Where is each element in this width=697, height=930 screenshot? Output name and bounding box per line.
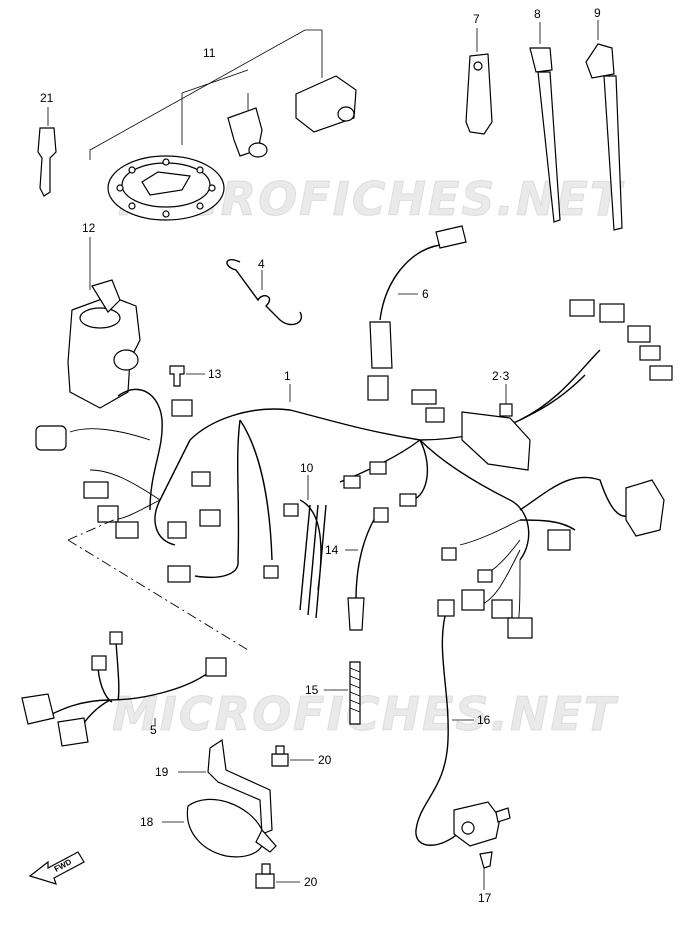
callout-13: 13	[208, 367, 222, 381]
callout-14: 14	[325, 543, 339, 557]
part-13-bolt	[169, 365, 205, 387]
part-8-cable-tie	[529, 22, 561, 223]
callout-9: 9	[594, 6, 601, 20]
part-14-sensor	[345, 507, 389, 631]
part-17-switch	[453, 801, 511, 890]
callout-11: 11	[203, 46, 216, 60]
callout-10: 10	[300, 461, 314, 475]
callout-4: 4	[258, 257, 265, 271]
part-10-harness	[299, 475, 327, 619]
part-5-subharness	[21, 517, 249, 747]
part-9-cable-tie	[585, 20, 623, 231]
part-1-main-harness	[35, 299, 673, 639]
callout-1: 1	[284, 369, 291, 383]
fwd-arrow-icon: FWD	[28, 851, 85, 885]
callout-17: 17	[478, 891, 492, 905]
callout-12: 12	[82, 221, 96, 235]
part-7-clamp	[465, 28, 493, 135]
part-2-3-fuse	[499, 384, 513, 417]
part-18-horn	[162, 798, 277, 858]
callout-19: 19	[155, 765, 169, 779]
callout-8: 8	[534, 7, 541, 21]
part-20-bolt-lower	[255, 863, 300, 889]
part-4-clip	[226, 259, 303, 326]
callout-16: 16	[477, 713, 491, 727]
watermark-bottom: MICROFICHES.NET	[112, 687, 619, 741]
part-19-bracket	[178, 738, 273, 835]
callout-6: 6	[422, 287, 429, 301]
part-15-spring	[324, 661, 361, 725]
part-20-bolt-upper	[271, 745, 314, 767]
part-11-group	[89, 29, 357, 221]
part-6-subharness	[369, 225, 467, 369]
part-12-ignition-switch	[67, 237, 163, 511]
callout-5: 5	[150, 723, 157, 737]
callout-7: 7	[473, 12, 480, 26]
callout-20-lower: 20	[304, 875, 318, 889]
part-16-lead	[415, 599, 474, 846]
callout-15: 15	[305, 683, 319, 697]
part-21-key	[37, 107, 57, 197]
callout-18: 18	[140, 815, 154, 829]
callout-2-3: 2·3	[492, 369, 510, 383]
callout-21: 21	[40, 91, 54, 105]
callout-20-upper: 20	[318, 753, 332, 767]
